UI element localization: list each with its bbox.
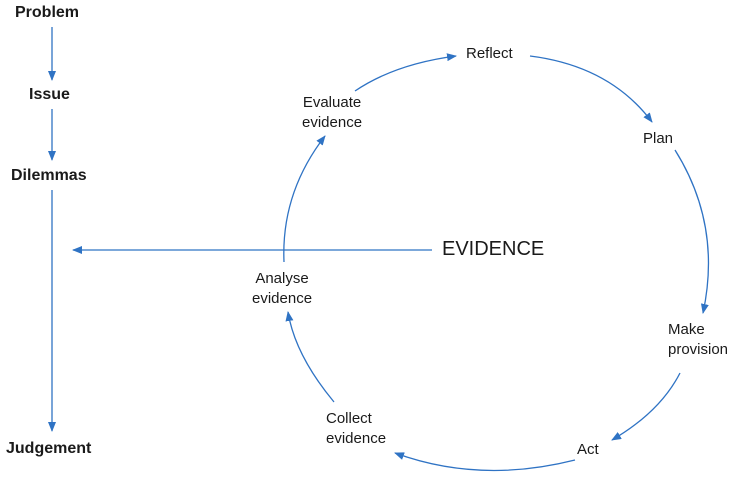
plan-label: Plan: [643, 130, 674, 147]
judgement-label: Judgement: [6, 440, 92, 457]
collect-evidence-label: Collect evidence: [326, 409, 386, 449]
arrow-evaluate-reflect: [354, 53, 457, 92]
evaluate-evidence-line-1: Evaluate: [302, 94, 362, 111]
arrow-reflect-plan: [529, 55, 653, 123]
analyse-evidence-line-2: evidence: [252, 290, 313, 307]
act-label: Act: [577, 441, 599, 458]
evidence-label: EVIDENCE: [442, 238, 545, 260]
make-provision-label: Make provision: [668, 320, 728, 360]
dilemmas-label: Dilemmas: [11, 167, 87, 184]
problem-label: Problem: [15, 4, 80, 21]
evaluate-evidence-line-2: evidence: [302, 114, 363, 131]
analyse-evidence-line-1: Analyse: [255, 270, 309, 287]
make-provision-line-1: Make: [668, 321, 705, 338]
arrow-act-collect: [394, 452, 576, 472]
collect-evidence-line-2: evidence: [326, 430, 387, 447]
analyse-evidence-label: Analyse evidence: [252, 269, 312, 309]
reflect-label: Reflect: [466, 45, 513, 62]
arrow-makeprovision-act: [611, 372, 681, 441]
evaluate-evidence-label: Evaluate evidence: [302, 93, 362, 133]
collect-evidence-line-1: Collect: [326, 410, 372, 427]
arrow-analyse-evaluate: [283, 135, 326, 263]
make-provision-line-2: provision: [668, 341, 729, 358]
arrow-plan-makeprovision: [674, 149, 710, 314]
arrow-collect-analyse: [285, 311, 335, 403]
issue-label: Issue: [29, 86, 70, 103]
